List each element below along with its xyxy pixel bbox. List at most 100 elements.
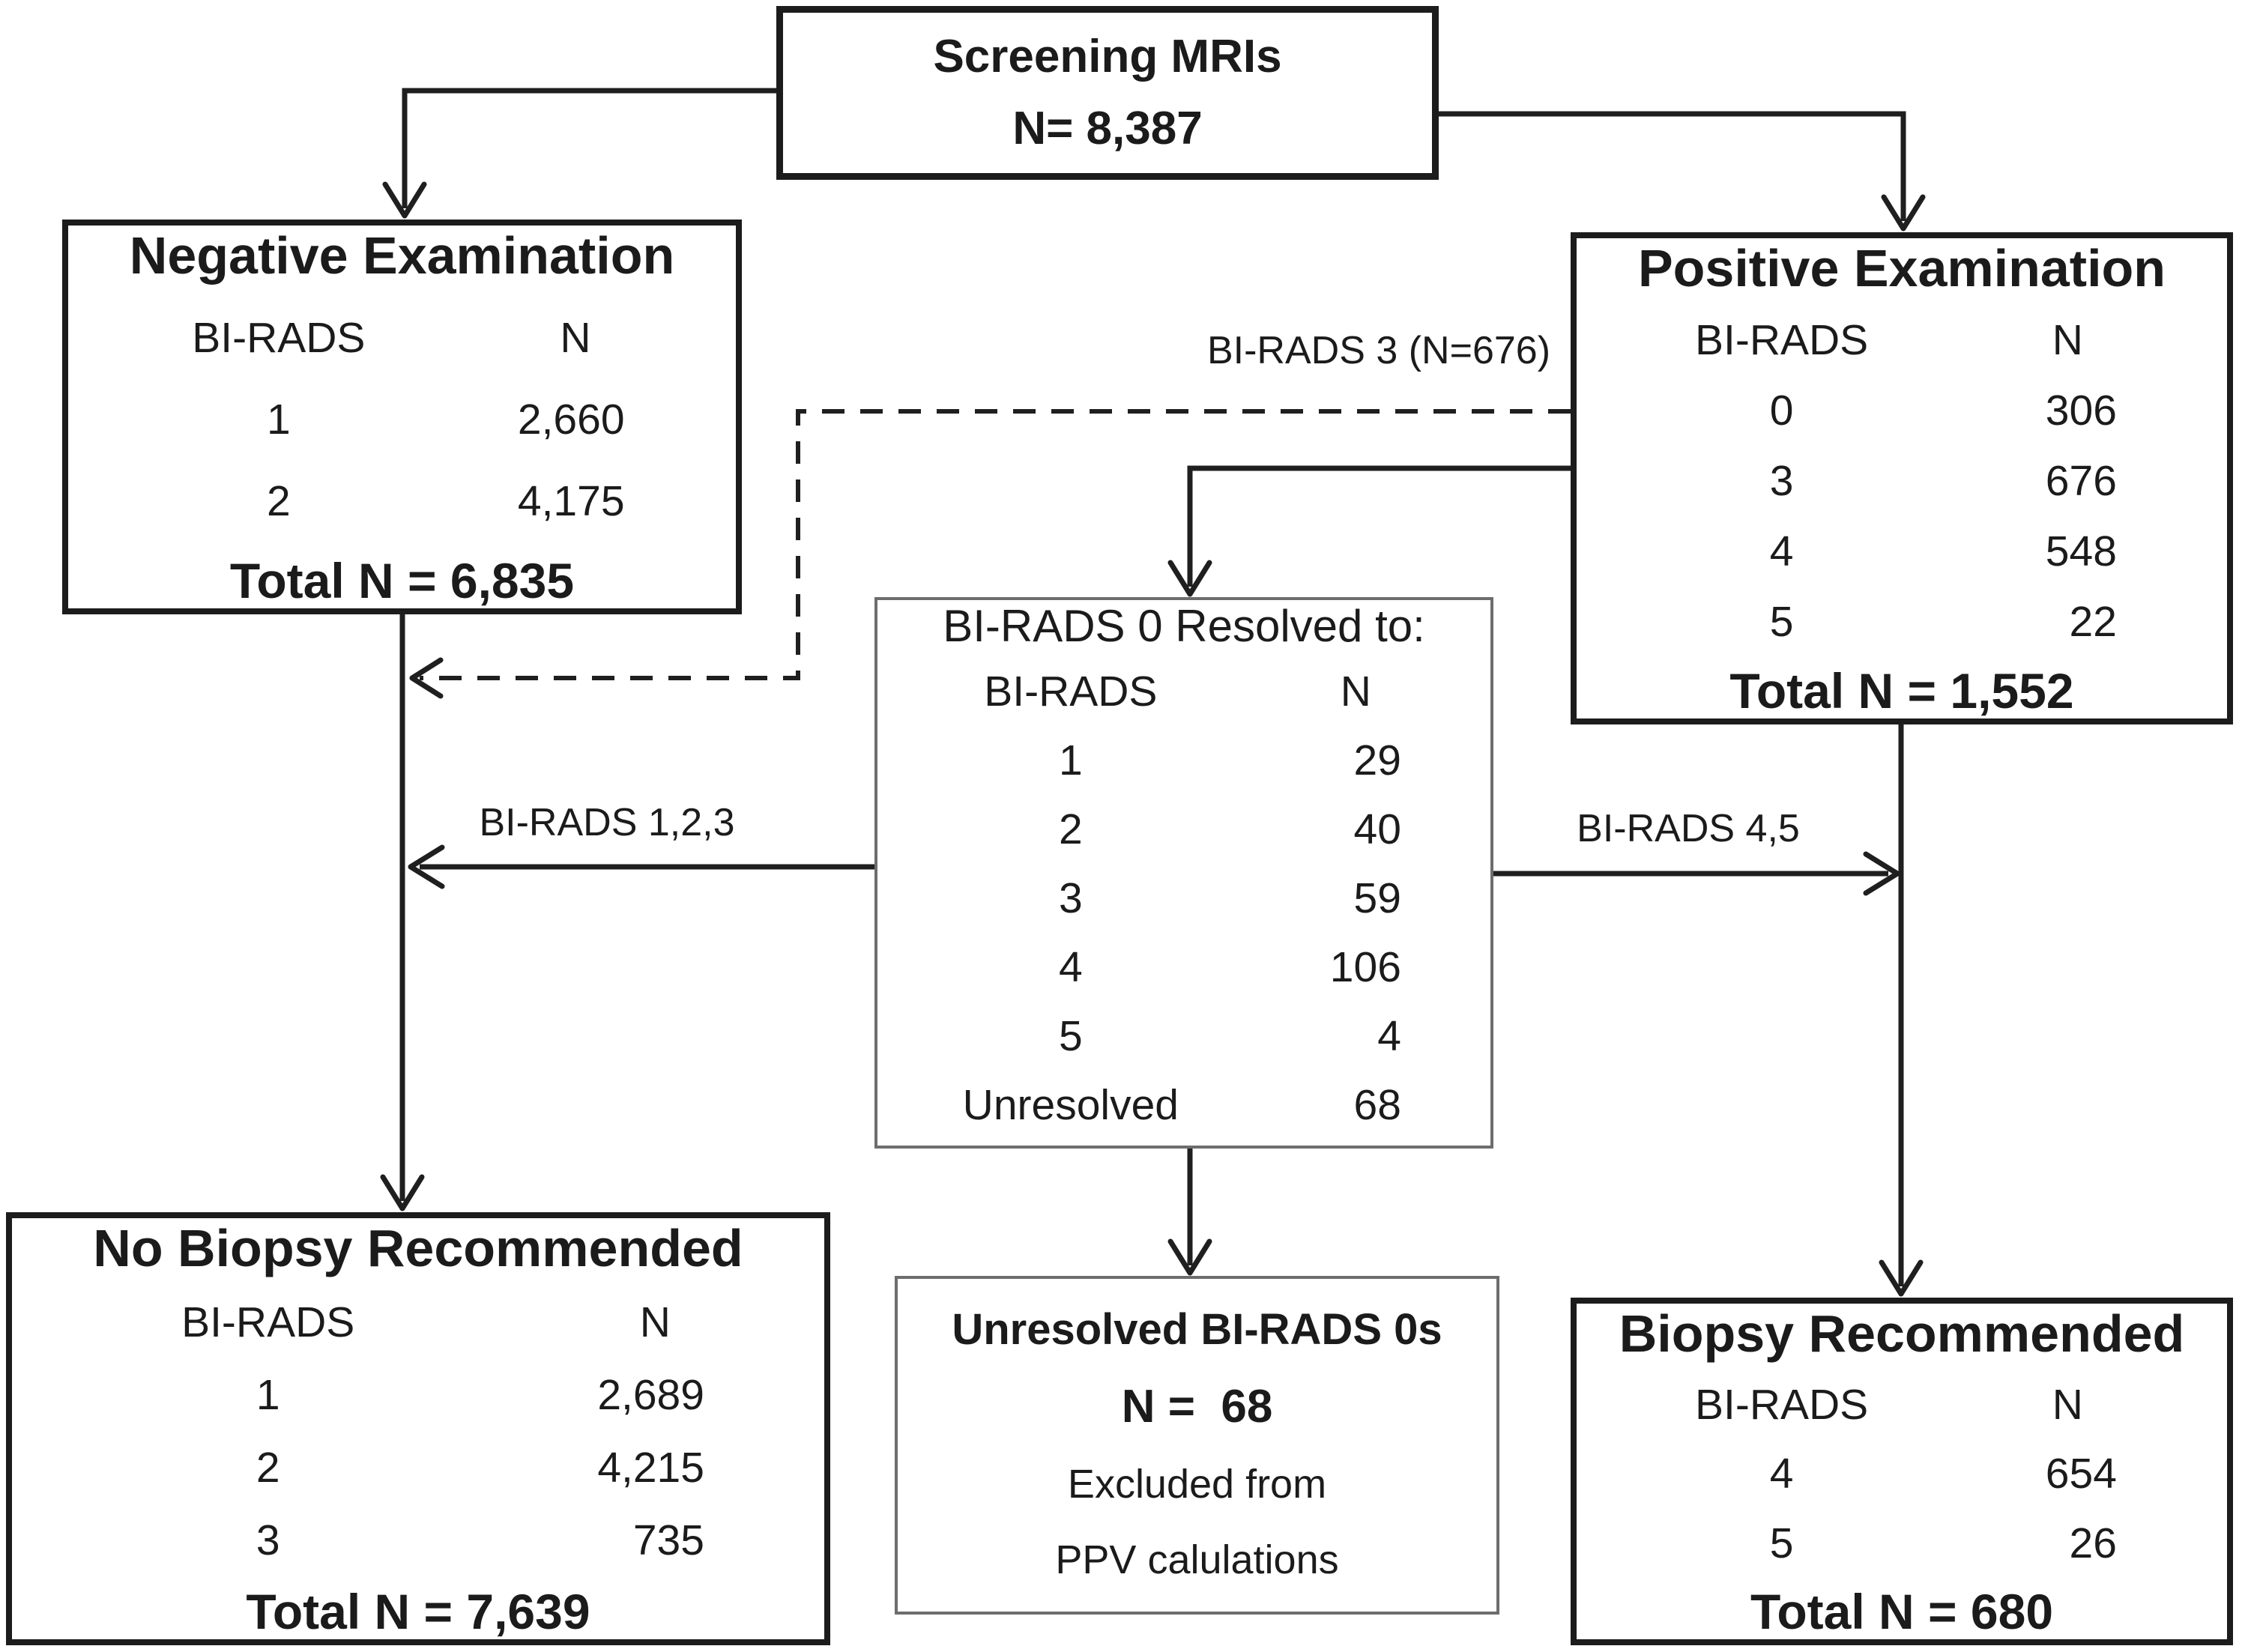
- box-positive-examination: Positive Examination BI-RADS N 0 306 3 6…: [1571, 232, 2233, 724]
- n-value: 306: [2045, 386, 2117, 435]
- table-header: BI-RADS N: [108, 309, 695, 367]
- negative-table: BI-RADS N 1 2,660 2 4,175: [108, 286, 695, 554]
- table-row: 4 106: [914, 939, 1454, 996]
- n-header: N: [2052, 315, 2083, 364]
- box-screening-mris: Screening MRIs N= 8,387: [776, 6, 1439, 180]
- birads-value: 5: [1769, 1519, 1794, 1568]
- table-row: 5 22: [1616, 593, 2188, 651]
- table-header: BI-RADS N: [914, 663, 1454, 721]
- n-value: 68: [1353, 1080, 1401, 1129]
- table-row: 1 29: [914, 732, 1454, 790]
- label-birads3-dashed-edge: BI-RADS 3 (N=676): [1206, 329, 1551, 372]
- unresolved-note-line1: Excluded from: [1067, 1461, 1327, 1507]
- n-value: 4: [1377, 1011, 1401, 1060]
- arrowhead-birads123: [408, 844, 445, 889]
- box-birads0-resolved: BI-RADS 0 Resolved to: BI-RADS N 1 29 2 …: [874, 597, 1493, 1149]
- line-screening-to-positive: [1431, 111, 1906, 221]
- birads-value: 2: [266, 476, 291, 525]
- n-value: 4,215: [597, 1444, 704, 1492]
- n-header: N: [560, 314, 591, 363]
- table-row: 0 306: [1616, 382, 2188, 440]
- birads-value: 1: [256, 1370, 280, 1419]
- positive-table: BI-RADS N 0 306 3 676 4 548 5 22: [1616, 299, 2188, 665]
- biopsy-table: BI-RADS N 4 654 5 26: [1616, 1364, 2188, 1585]
- table-row: 1 2,689: [61, 1367, 776, 1424]
- n-value: 654: [2045, 1450, 2117, 1498]
- box-biopsy-recommended: Biopsy Recommended BI-RADS N 4 654 5 26 …: [1571, 1298, 2233, 1645]
- no-biopsy-title: No Biopsy Recommended: [93, 1219, 743, 1277]
- birads-header: BI-RADS: [984, 668, 1158, 716]
- birads-value: 3: [1769, 456, 1794, 505]
- arrowhead-into-resolved: [1167, 560, 1212, 597]
- unresolved-note-line2: PPV calulations: [1055, 1537, 1339, 1583]
- dashed-line-birads3: [420, 409, 1571, 680]
- screening-title: Screening MRIs: [933, 30, 1282, 82]
- arrowhead-birads45: [1863, 851, 1900, 896]
- no-biopsy-total: Total N = 7,639: [246, 1584, 590, 1640]
- n-value: 29: [1353, 736, 1401, 785]
- table-row: 5 26: [1616, 1515, 2188, 1573]
- birads-value: 4: [1769, 527, 1794, 576]
- line-positive-to-resolved: [1187, 465, 1571, 587]
- table-header: BI-RADS N: [1616, 312, 2188, 369]
- n-value: 548: [2045, 527, 2117, 576]
- table-header: BI-RADS N: [1616, 1376, 2188, 1434]
- biopsy-total: Total N = 680: [1750, 1584, 2054, 1640]
- label-birads45-edge: BI-RADS 4,5: [1577, 807, 1800, 850]
- table-row: 3 676: [1616, 453, 2188, 510]
- box-no-biopsy-recommended: No Biopsy Recommended BI-RADS N 1 2,689 …: [6, 1212, 830, 1645]
- n-value: 59: [1353, 874, 1401, 922]
- resolved-title: BI-RADS 0 Resolved to:: [943, 601, 1425, 651]
- n-value: 4,175: [517, 476, 625, 525]
- unresolved-title: Unresolved BI-RADS 0s: [952, 1305, 1442, 1355]
- n-header: N: [2052, 1380, 2083, 1429]
- birads-header: BI-RADS: [192, 314, 366, 363]
- birads-value: 0: [1769, 386, 1794, 435]
- unresolved-n: N = 68: [1121, 1381, 1273, 1433]
- birads-value: 5: [1058, 1011, 1083, 1060]
- arrowhead-into-biopsy: [1879, 1259, 1924, 1297]
- birads-value: 1: [266, 395, 291, 444]
- positive-title: Positive Examination: [1637, 239, 2166, 297]
- arrowhead-into-negative: [382, 181, 427, 219]
- n-header: N: [639, 1298, 671, 1346]
- birads-value: 4: [1769, 1450, 1794, 1498]
- negative-title: Negative Examination: [129, 226, 675, 285]
- birads-header: BI-RADS: [1694, 1380, 1869, 1429]
- arrowhead-into-positive: [1881, 194, 1926, 232]
- birads-value: 4: [1058, 943, 1083, 991]
- n-value: 735: [632, 1516, 704, 1565]
- arrowhead-into-unresolved: [1167, 1238, 1212, 1276]
- table-row: 2 4,175: [108, 473, 695, 530]
- arrowhead-dashed-birads3: [409, 657, 444, 699]
- table-row: 5 4: [914, 1008, 1454, 1065]
- negative-total: Total N = 6,835: [229, 553, 575, 609]
- n-value: 40: [1353, 805, 1401, 854]
- box-unresolved-birads0: Unresolved BI-RADS 0s N = 68 Excluded fr…: [895, 1276, 1499, 1615]
- birads-value: 2: [1058, 805, 1083, 854]
- table-row: 1 2,660: [108, 391, 695, 449]
- birads-value: 5: [1769, 598, 1794, 647]
- label-birads123-edge: BI-RADS 1,2,3: [479, 801, 735, 844]
- n-value: 106: [1329, 943, 1401, 991]
- n-value: 2,689: [597, 1370, 704, 1419]
- positive-total: Total N = 1,552: [1729, 663, 2074, 719]
- screening-n: N= 8,387: [1012, 102, 1203, 154]
- birads-value: 3: [1058, 874, 1083, 922]
- table-row: 4 654: [1616, 1445, 2188, 1503]
- table-row: 2 40: [914, 801, 1454, 859]
- box-negative-examination: Negative Examination BI-RADS N 1 2,660 2…: [62, 220, 742, 614]
- n-header: N: [1340, 668, 1371, 716]
- birads-value: 1: [1058, 736, 1083, 785]
- resolved-table: BI-RADS N 1 29 2 40 3 59 4 106 5 4: [914, 652, 1454, 1146]
- biopsy-title: Biopsy Recommended: [1619, 1304, 2185, 1363]
- table-row: 3 735: [61, 1512, 776, 1570]
- birads-value: 3: [256, 1516, 280, 1565]
- n-value: 22: [2069, 598, 2117, 647]
- birads-value: 2: [256, 1444, 280, 1492]
- table-row: 3 59: [914, 870, 1454, 928]
- n-value: 676: [2045, 456, 2117, 505]
- birads-header: BI-RADS: [181, 1298, 355, 1346]
